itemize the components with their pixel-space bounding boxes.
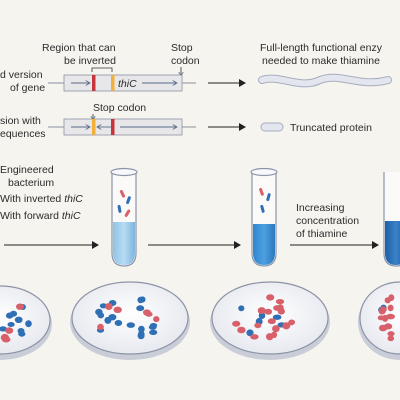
blue-colony	[25, 320, 32, 328]
codon-label-top: codon	[171, 55, 200, 67]
red-colony	[275, 299, 285, 305]
red-colony	[378, 307, 386, 315]
red-colony	[387, 331, 395, 337]
petri-dish-4	[358, 281, 400, 360]
test-tube-2	[250, 167, 278, 267]
region-label-line2: be inverted	[64, 55, 116, 67]
with-forward-legend: With forward thiC	[0, 210, 81, 222]
forward-yellow-marker	[111, 75, 115, 91]
red-colony	[277, 304, 284, 312]
red-colony	[254, 322, 262, 329]
red-colony	[388, 294, 395, 301]
red-colony	[237, 326, 246, 334]
blue-colony	[14, 316, 23, 323]
gene-label-line1: d version	[0, 69, 43, 81]
with-inverted-legend: With inverted thiC	[0, 193, 83, 205]
blue-colony	[138, 325, 145, 333]
full-enzyme-label-line2: needed to make thiamine	[262, 55, 380, 67]
red-colony	[16, 303, 24, 310]
red-colony	[5, 327, 14, 334]
blue-colony	[108, 314, 117, 321]
red-colony	[153, 316, 160, 323]
forward-red-marker	[92, 75, 96, 91]
blue-colony	[148, 324, 157, 330]
petri-dish-2	[70, 281, 190, 360]
red-colony	[1, 336, 11, 343]
red-colony	[105, 303, 113, 310]
petri-dish-1	[0, 285, 52, 360]
red-colony	[145, 311, 153, 317]
engineered-label-line2: bacterium	[8, 177, 54, 189]
tube-1-medium	[113, 222, 135, 265]
blue-colony	[136, 305, 145, 312]
blue-colony	[246, 329, 254, 337]
red-colony	[387, 304, 394, 312]
test-tube-3	[383, 172, 400, 267]
region-label-line1: Region that can	[42, 42, 116, 54]
increasing-label-line2: concentration	[296, 215, 359, 227]
truncated-protein-shape	[260, 122, 284, 132]
blue-colony	[137, 332, 145, 340]
increasing-label-line1: Increasing	[296, 202, 345, 214]
red-colony	[386, 313, 395, 320]
red-colony	[282, 322, 291, 330]
petri-dish-3	[210, 281, 330, 360]
blue-colony	[9, 310, 18, 317]
red-colony	[113, 306, 122, 313]
region-bracket	[91, 67, 113, 72]
blue-colony	[126, 322, 135, 328]
increasing-label-line3: of thiamine	[296, 228, 348, 240]
full-length-protein	[259, 74, 391, 87]
red-colony	[97, 323, 104, 331]
inverted-label-line1: sion with	[0, 115, 41, 127]
inverted-red-marker	[111, 119, 115, 135]
red-colony	[288, 320, 295, 326]
inverted-label-line2: equences	[0, 128, 46, 140]
red-colony	[232, 320, 241, 327]
tube-3-medium	[385, 221, 400, 265]
red-colony	[250, 334, 259, 340]
stop-codon-mid-label: Stop codon	[93, 102, 146, 114]
tube-2-medium	[253, 224, 275, 265]
blue-colony	[114, 320, 123, 326]
red-colony	[266, 333, 274, 341]
red-colony	[257, 307, 266, 315]
red-colony	[272, 325, 280, 333]
red-colony	[266, 294, 275, 301]
red-colony	[264, 308, 273, 315]
gene-name-label: thiC	[118, 78, 137, 90]
red-colony	[378, 324, 388, 332]
red-colony	[267, 318, 276, 325]
blue-colony	[7, 322, 15, 327]
blue-colony	[272, 314, 282, 320]
gene-label-line2: of gene	[10, 82, 45, 94]
test-tube-1	[110, 167, 138, 267]
full-enzyme-label-line1: Full-length functional enzy	[260, 42, 383, 54]
stop-label-top: Stop	[171, 42, 193, 54]
blue-colony	[149, 329, 158, 335]
red-colony	[387, 335, 395, 342]
red-colony	[377, 315, 385, 321]
inverted-yellow-marker	[92, 119, 96, 135]
engineered-label-line1: Engineered	[0, 164, 54, 176]
truncated-protein-label: Truncated protein	[290, 122, 372, 134]
blue-colony	[137, 296, 144, 304]
blue-colony	[17, 328, 25, 334]
blue-colony	[95, 308, 103, 316]
blue-colony	[238, 305, 245, 312]
